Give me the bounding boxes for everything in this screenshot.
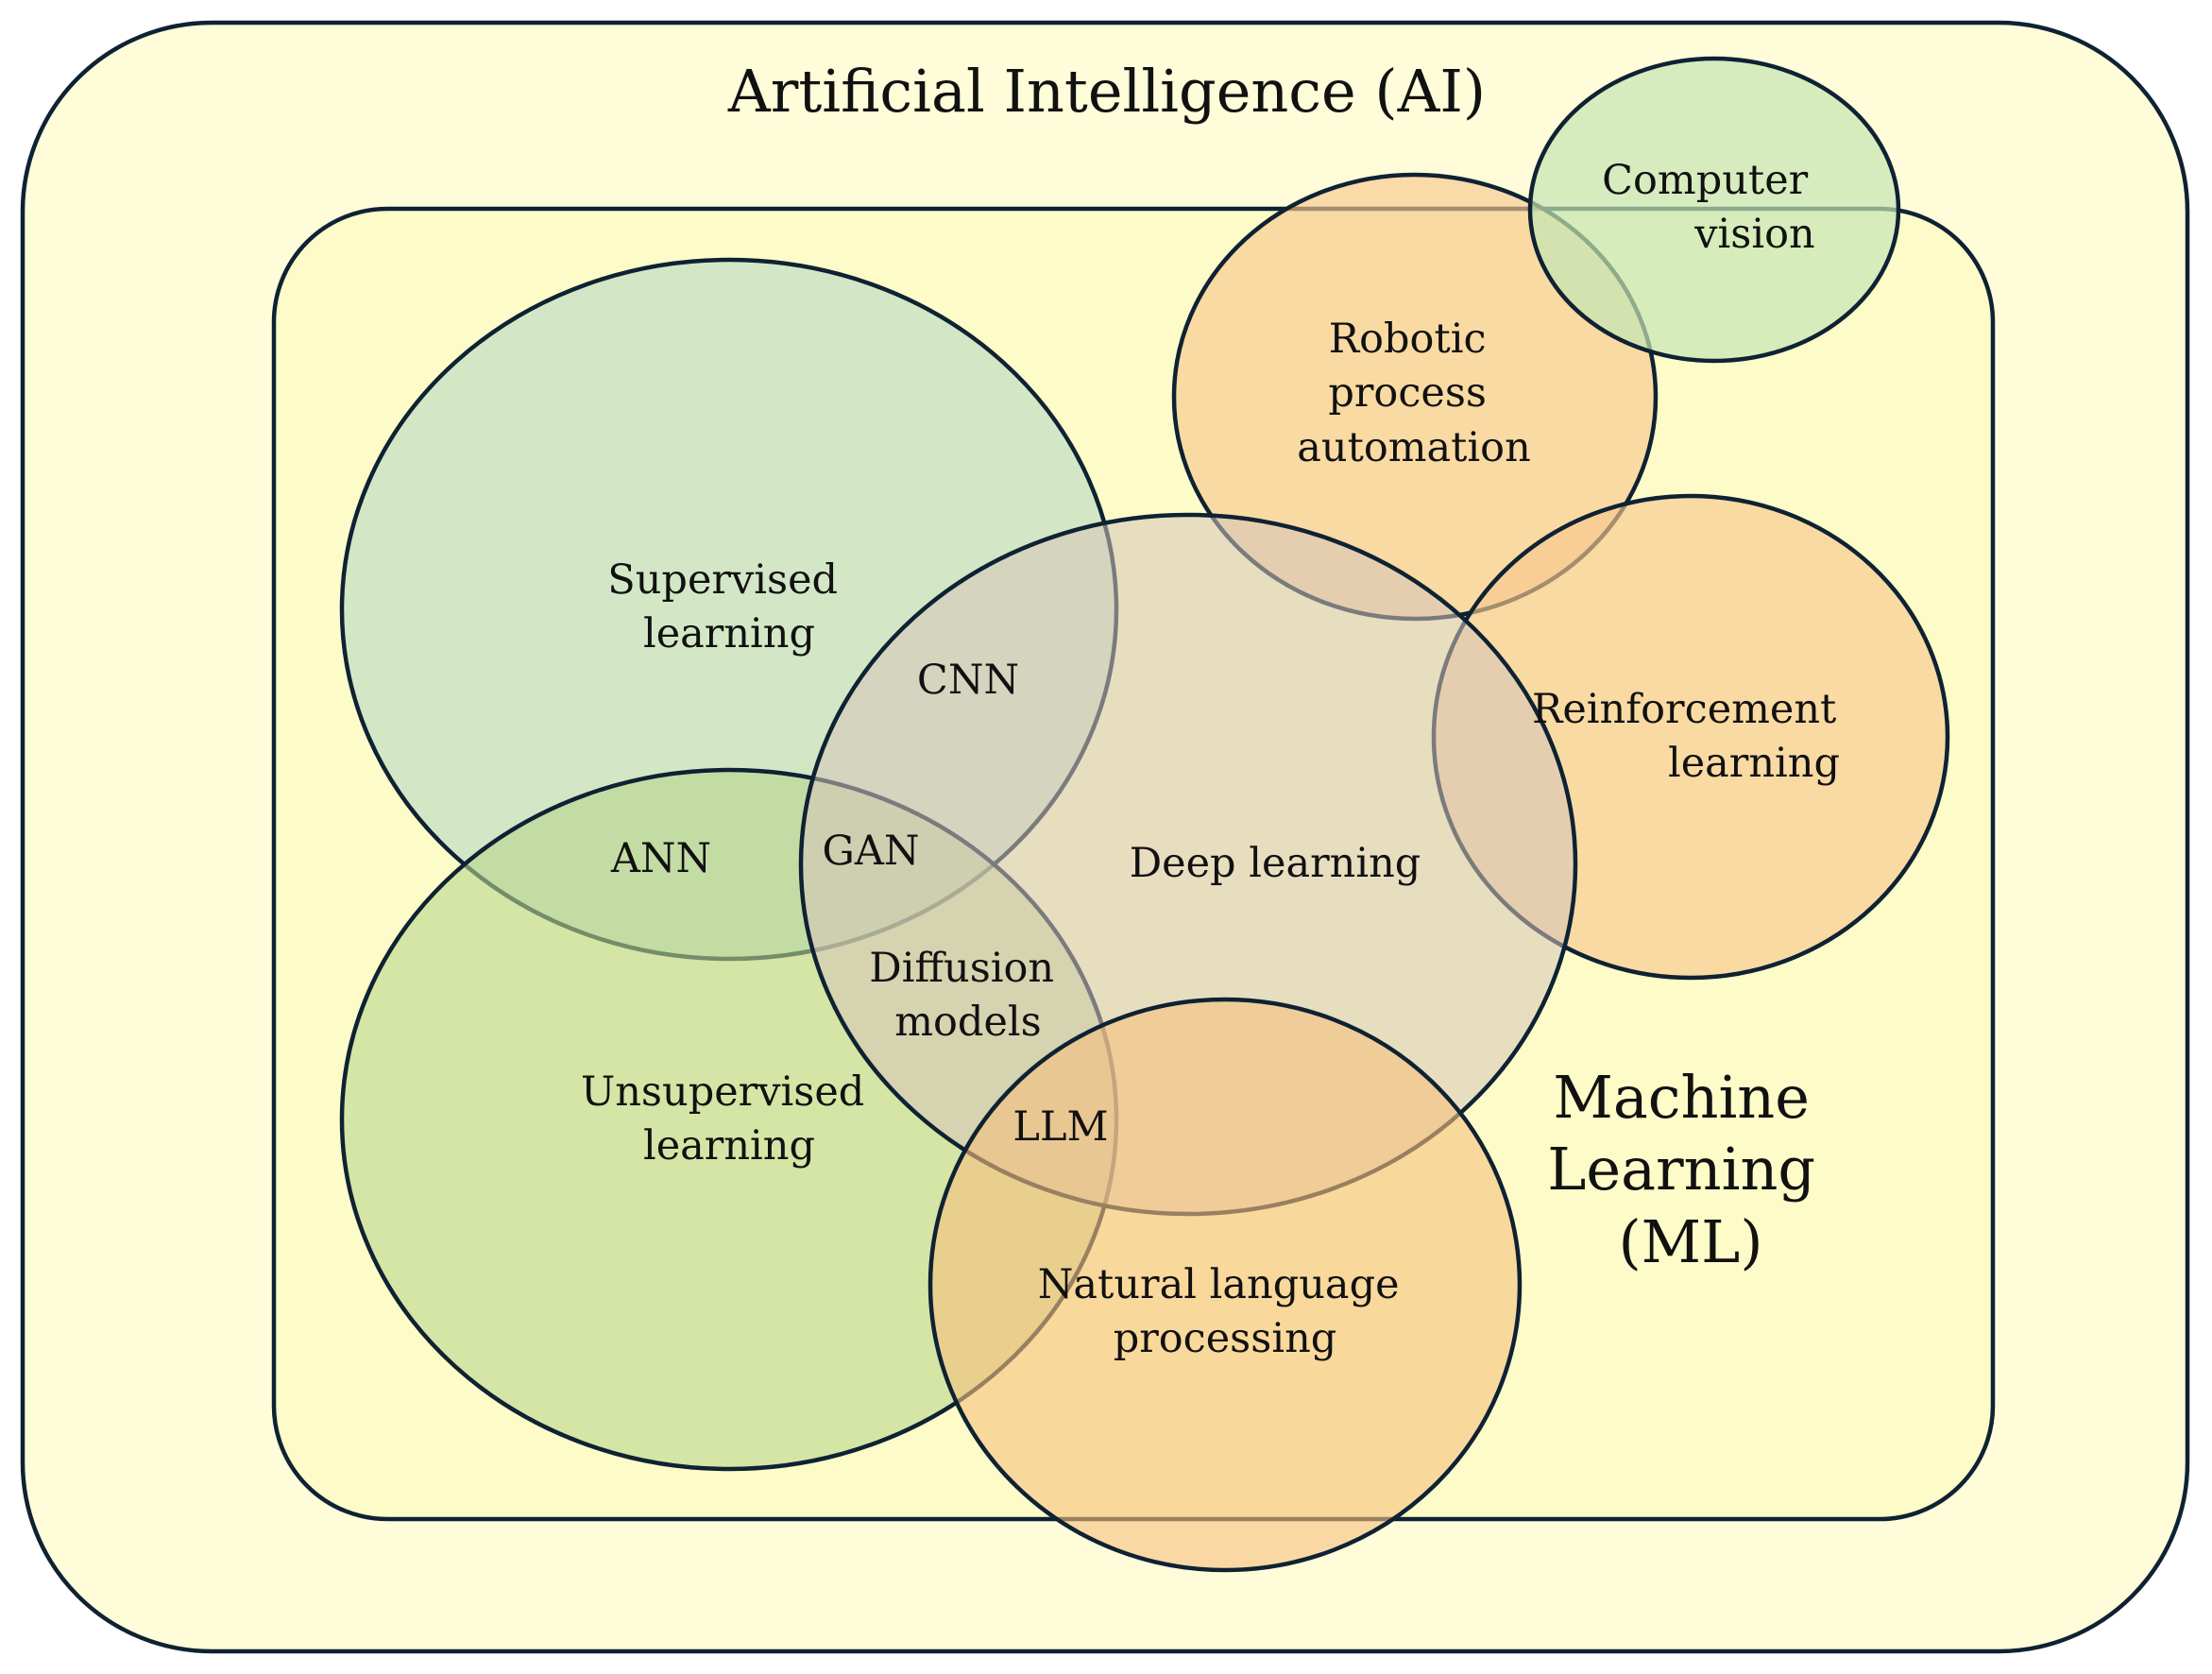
gan-label: GAN: [822, 828, 919, 875]
deep-learning-label: Deep learning: [1130, 840, 1421, 887]
unsupervised-learning-label: Unsupervised learning: [581, 1068, 877, 1170]
diagram-title: Artificial Intelligence (AI): [727, 57, 1486, 126]
rpa-label: Robotic process automation: [1297, 316, 1531, 471]
diffusion-models-label: Diffusion models: [869, 945, 1067, 1046]
nlp-circle: [927, 997, 1523, 1573]
cnn-label: CNN: [917, 657, 1019, 704]
ml-label: Machine Learning (ML): [1547, 1063, 1834, 1276]
computer-vision-circle: [1527, 56, 1901, 364]
ann-label: ANN: [610, 835, 711, 882]
supervised-learning-label: Supervised learning: [607, 556, 850, 658]
llm-label: LLM: [1012, 1103, 1108, 1151]
reinforcement-learning-label: Reinforcement learning: [1532, 686, 1849, 787]
nlp-label: Natural language processing: [1038, 1261, 1412, 1362]
computer-vision-label: Computer vision: [1602, 157, 1821, 258]
